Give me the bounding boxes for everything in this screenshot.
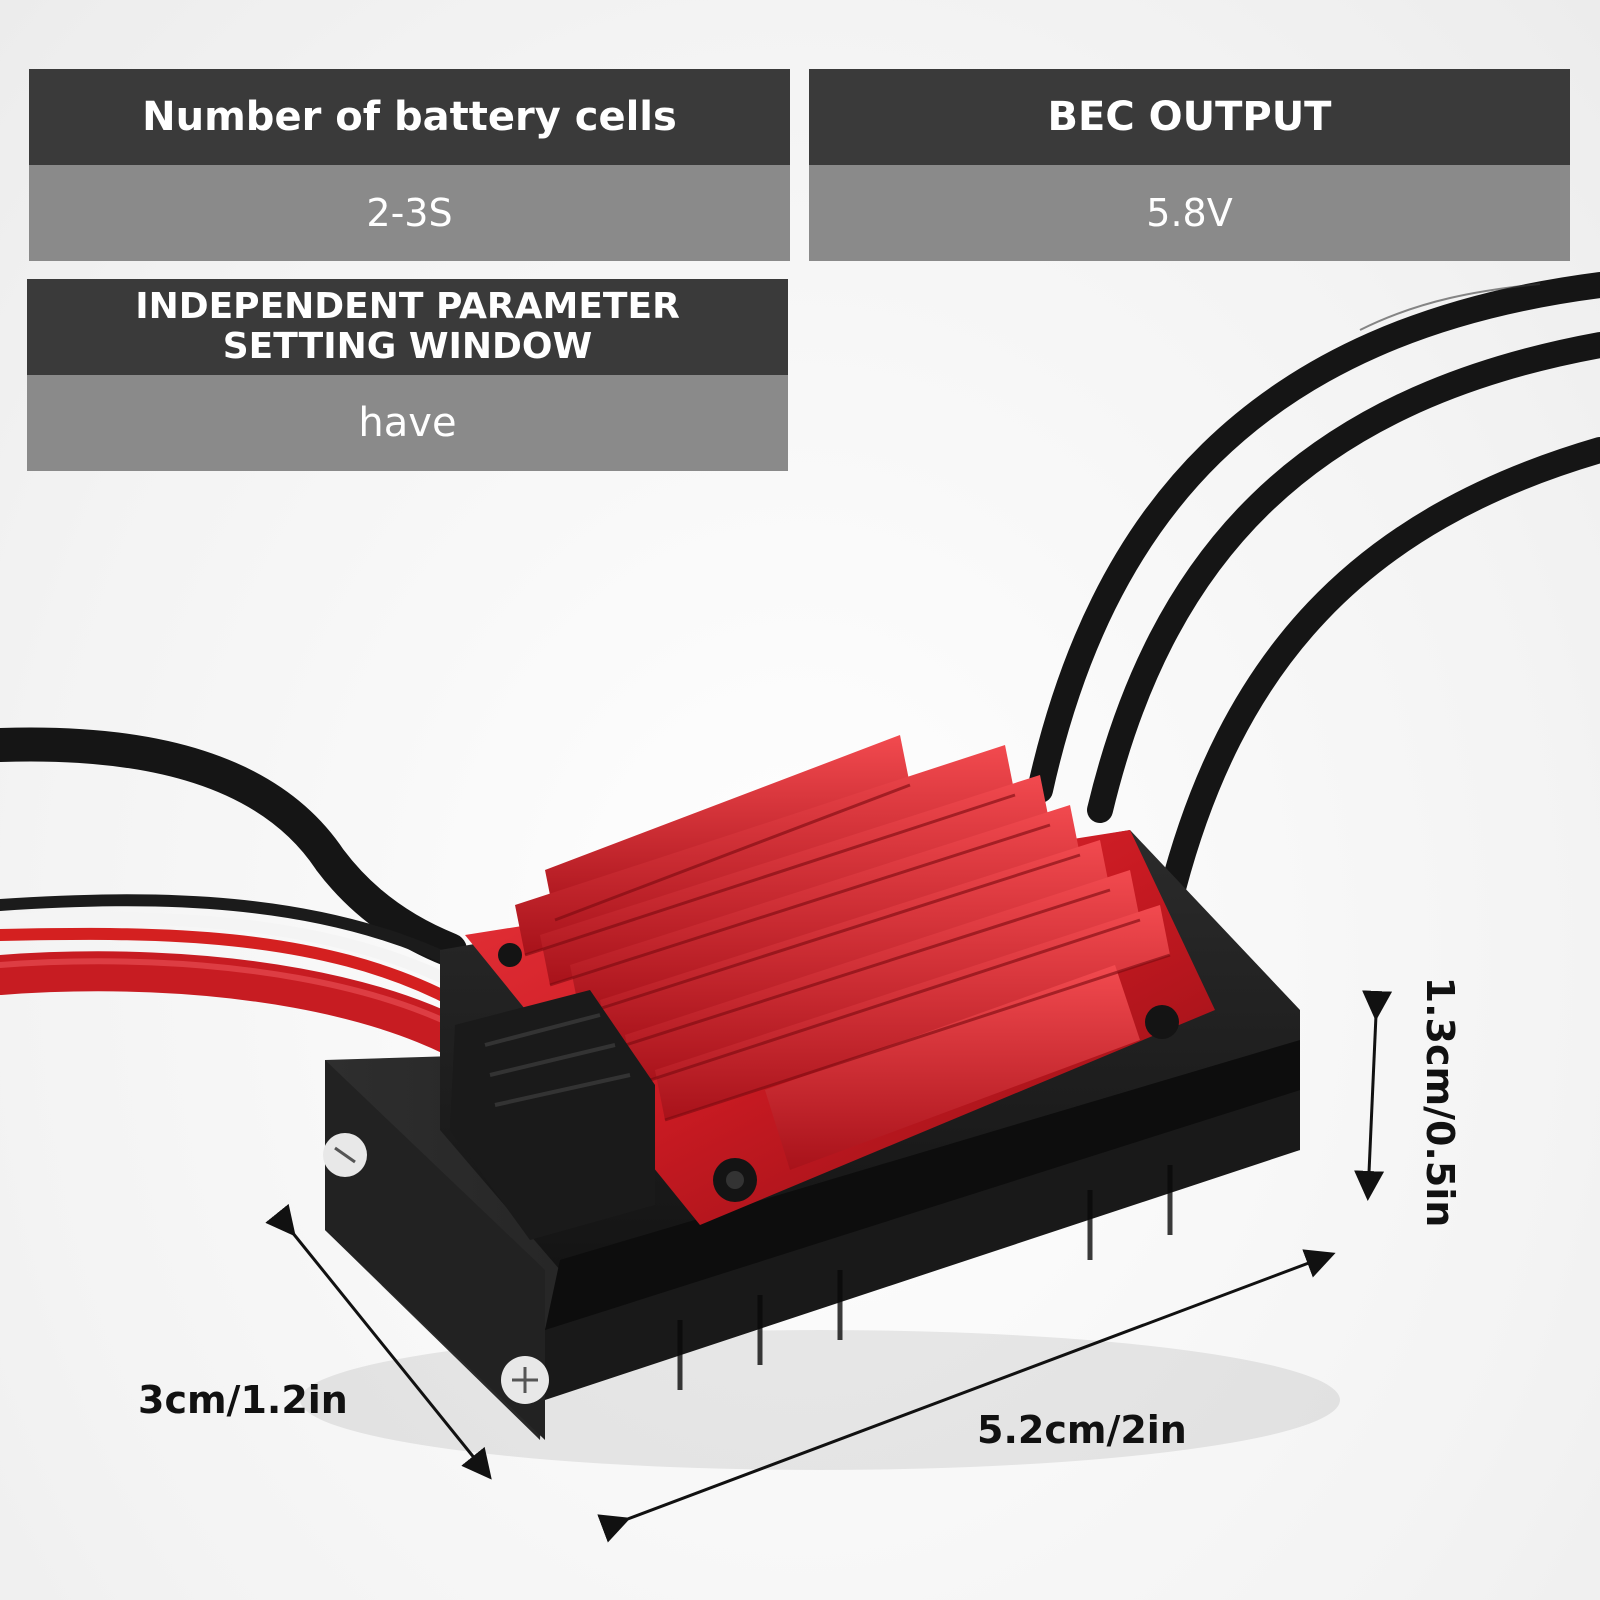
screw	[1145, 1005, 1179, 1039]
length-arrow	[597, 1249, 1336, 1543]
battery-cells-value: 2-3S	[29, 165, 790, 261]
screw	[498, 943, 522, 967]
spec-bec-output: BEC OUTPUT 5.8V	[809, 69, 1570, 261]
parameter-window-value: have	[27, 375, 788, 471]
dimension-height-label: 1.3cm/0.5in	[1418, 976, 1462, 1228]
width-arrow	[265, 1203, 492, 1480]
wire-grommet	[450, 990, 655, 1240]
battery-cells-label: Number of battery cells	[29, 69, 790, 165]
bec-output-value: 5.8V	[809, 165, 1570, 261]
bec-output-label: BEC OUTPUT	[809, 69, 1570, 165]
parameter-window-label: INDEPENDENT PARAMETER SETTING WINDOW	[27, 279, 788, 375]
spec-parameter-window: INDEPENDENT PARAMETER SETTING WINDOW hav…	[27, 279, 788, 471]
height-arrow	[1354, 990, 1393, 1201]
dimension-length-label: 5.2cm/2in	[977, 1408, 1187, 1452]
dimension-width-label: 3cm/1.2in	[138, 1378, 348, 1422]
motor-wires	[1027, 272, 1600, 913]
spec-battery-cells: Number of battery cells 2-3S	[29, 69, 790, 261]
